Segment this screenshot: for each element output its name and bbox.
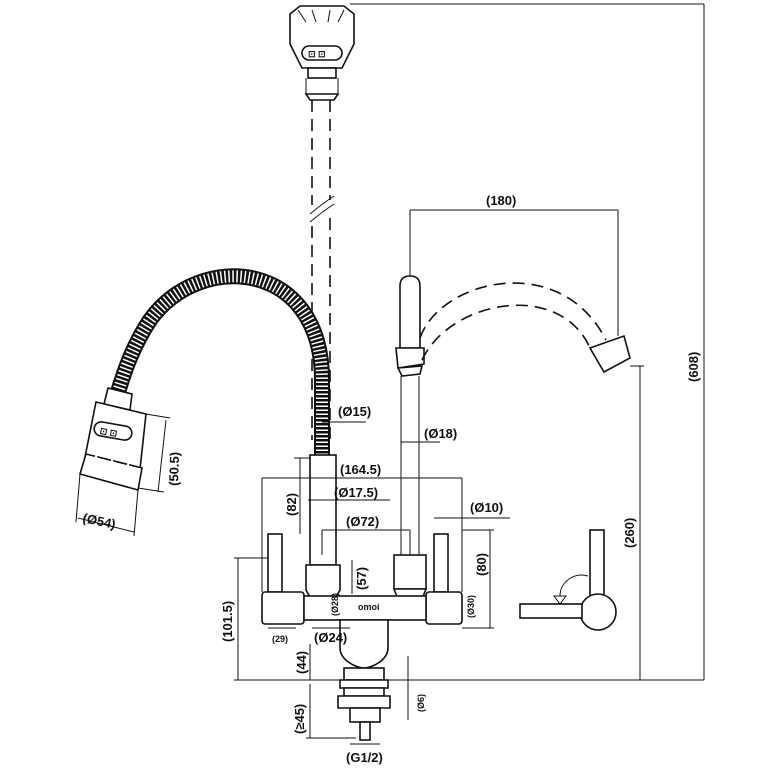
dim-thread: (G1/2) [346, 750, 383, 765]
dim-spray-diameter: (Ø54) [81, 510, 117, 532]
dim-cap-small-right: (Ø30) [466, 595, 476, 618]
dim-base-height: (44) [294, 651, 309, 674]
svg-text:⊡ ⊡: ⊡ ⊡ [99, 426, 118, 439]
top-spray-head: ⊡ ⊡ [289, 5, 355, 101]
dim-hose-diameter: (Ø15) [338, 404, 371, 419]
svg-text:⊡ ⊡: ⊡ ⊡ [308, 49, 326, 59]
dim-cap-small-left: (Ø28) [330, 593, 340, 616]
overall-dimensions: (608) (260) [350, 3, 705, 681]
dim-handle-diameter: (Ø10) [470, 500, 503, 515]
dim-collar-diameter: (Ø17.5) [334, 485, 378, 500]
body-dimensions: (Ø15) (164.5) (Ø17.5) (82) (Ø72) (Ø10) (… [220, 404, 510, 765]
brand-mark: omoi [358, 602, 380, 612]
spout-dimensions: (180) (Ø18) [401, 193, 619, 443]
side-spray-head: ⊡ ⊡ [78, 387, 147, 492]
dim-spout-height: (260) [622, 518, 637, 548]
dim-spout-diameter: (Ø18) [424, 426, 457, 441]
dim-counter-hole: (Ø6) [416, 694, 426, 712]
handle-side-view [519, 529, 617, 631]
spray-dimensions: (50.5) (Ø54) [75, 413, 182, 537]
faucet-body: omoi [261, 454, 463, 741]
dim-handle-height-80: (80) [474, 553, 489, 576]
spout [395, 275, 631, 560]
dim-body-width: (164.5) [340, 462, 381, 477]
dim-handle-pitch: (Ø72) [346, 514, 379, 529]
dim-body-height-57: (57) [354, 567, 369, 590]
dim-base-diameter: (Ø24) [314, 630, 347, 645]
dim-base-width: (29) [272, 634, 288, 644]
flexible-hose [110, 268, 330, 455]
dim-total-height: (608) [686, 352, 701, 382]
dim-spray-height: (50.5) [166, 452, 182, 486]
dim-handle-height-82: (82) [284, 493, 299, 516]
dim-body-height: (101.5) [220, 601, 235, 642]
dim-spout-reach: (180) [486, 193, 516, 208]
dim-shank-length: (≥45) [292, 704, 307, 734]
